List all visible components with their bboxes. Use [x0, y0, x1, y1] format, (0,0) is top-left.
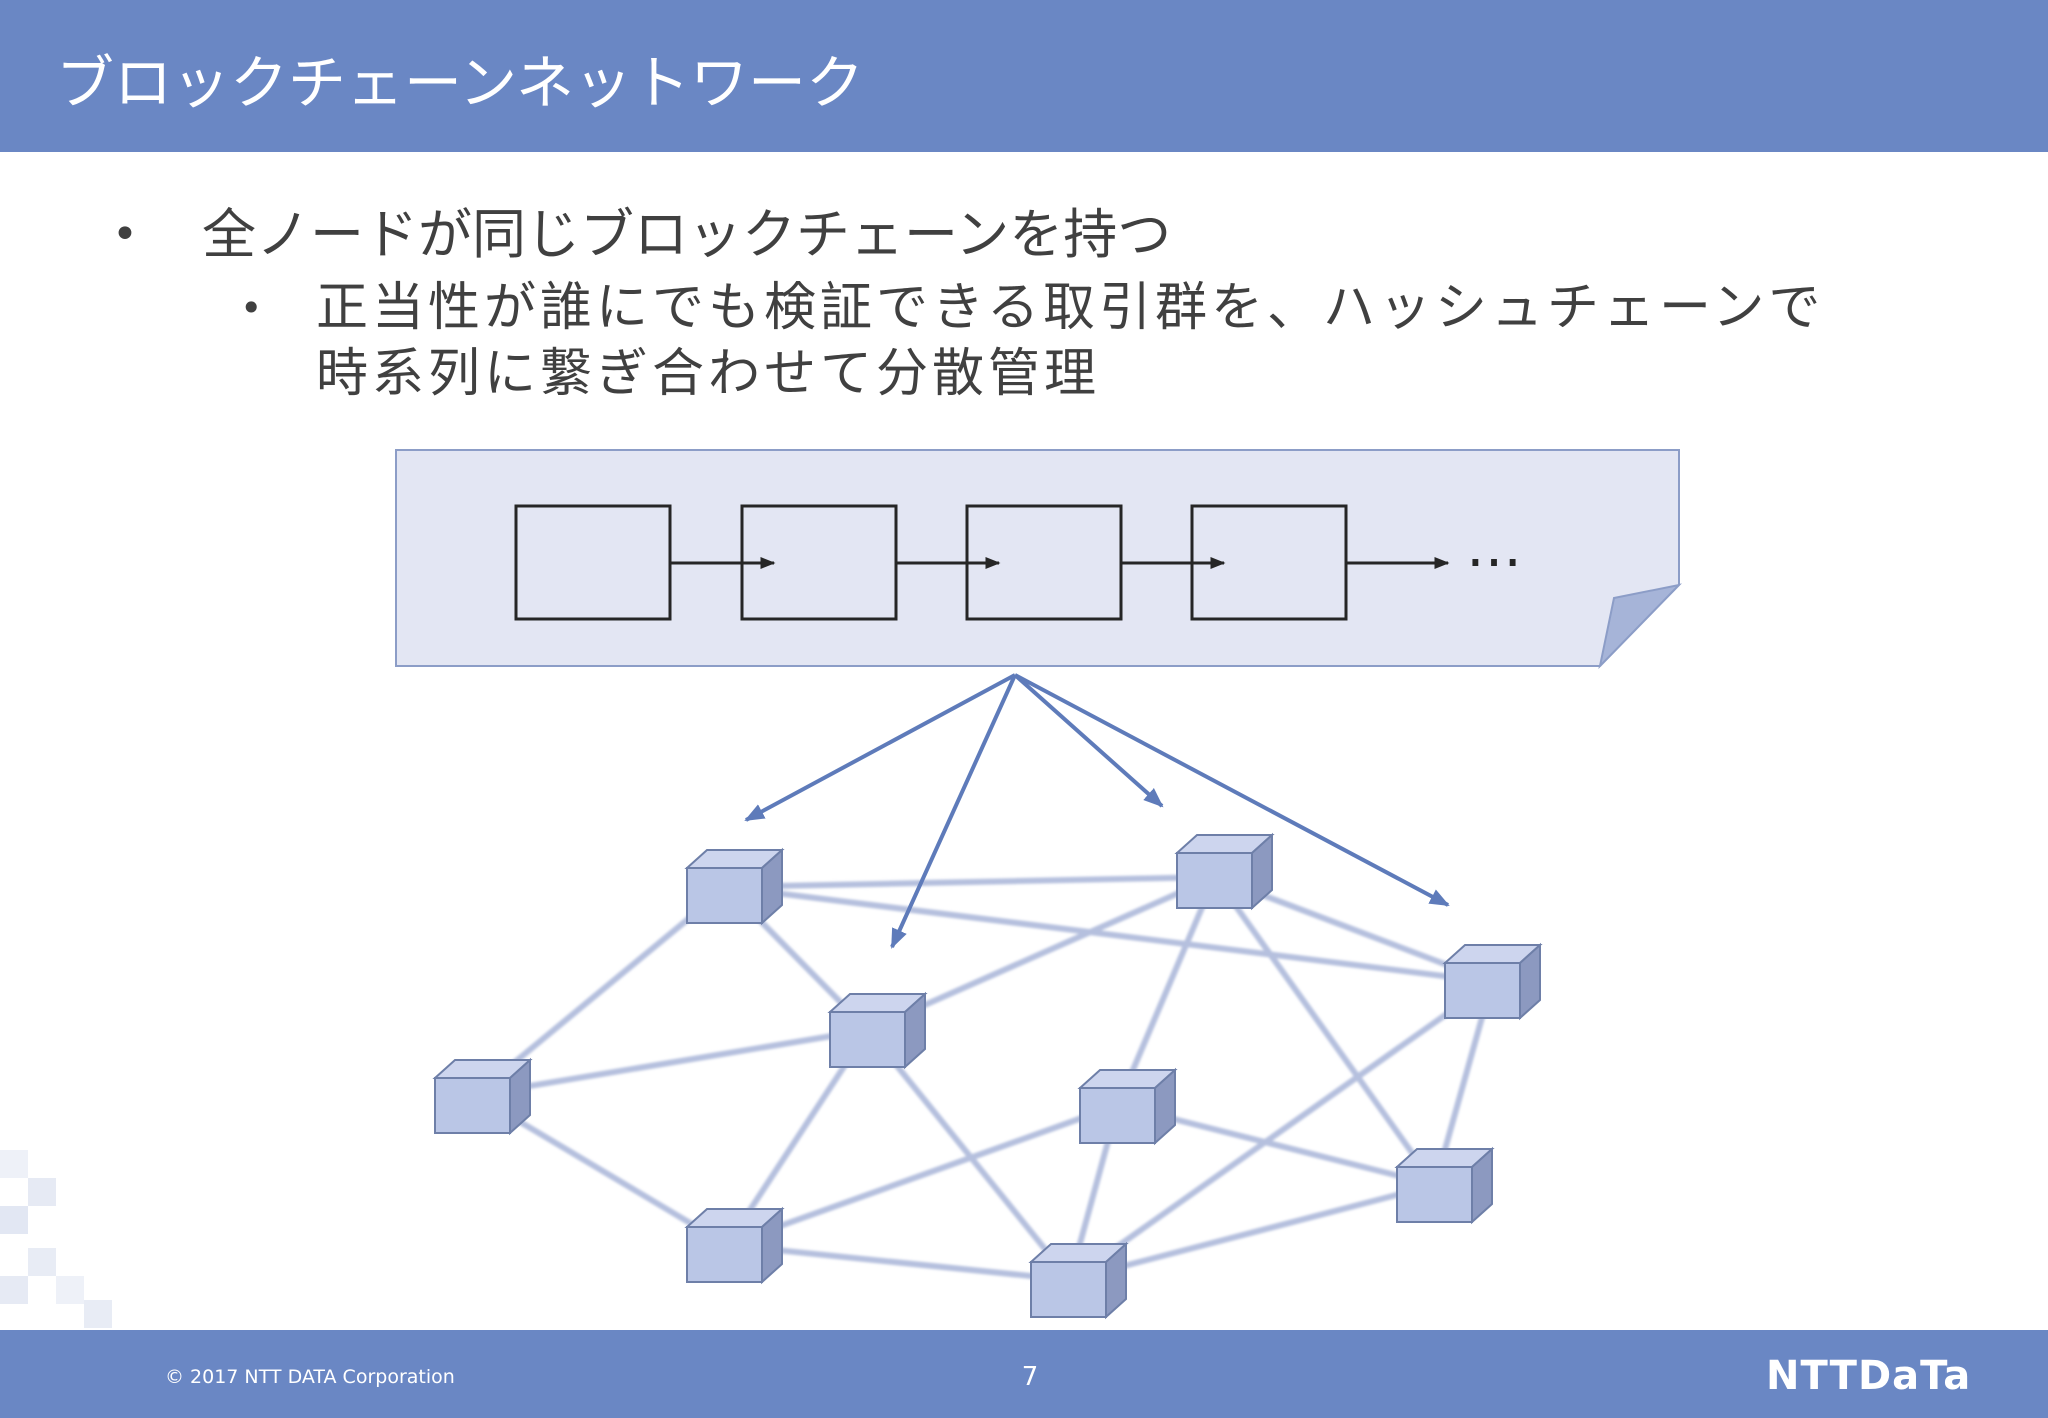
bullet-dot: •: [240, 286, 263, 330]
bullet-dot: •: [112, 209, 138, 260]
chain-ellipsis: …: [1466, 515, 1522, 580]
network-node: [827, 991, 928, 1070]
slide-title: ブロックチェーンネットワーク: [56, 49, 864, 117]
ntt-data-logo: NTTDaTa: [1766, 1353, 1972, 1399]
page-number: 7: [1021, 1362, 1039, 1392]
network-node: [1442, 942, 1543, 1021]
network-node: [684, 1206, 785, 1285]
bullet-level2-line-2: 時系列に繋ぎ合わせて分散管理: [316, 344, 1101, 404]
broadcast-arrows: [744, 673, 1450, 949]
chain-blocks: …: [514, 504, 1522, 621]
network-node: [684, 847, 785, 926]
network-node: [1394, 1146, 1495, 1225]
bullet-level2-text: 正当性が誰にでも検証できる取引群を、ハッシュチェーンで 時系列に繋ぎ合わせて分散…: [316, 275, 1876, 407]
network-connections: [473, 874, 1495, 1283]
network-nodes: [432, 832, 1543, 1320]
network-node: [1174, 832, 1275, 911]
copyright-text: © 2017 NTT DATA Corporation: [165, 1366, 455, 1388]
network-node: [1077, 1067, 1178, 1146]
footer-bar: [0, 1330, 2048, 1418]
network-node: [432, 1057, 533, 1136]
bullet-level2: • 正当性が誰にでも検証できる取引群を、ハッシュチェーンで 時系列に繋ぎ合わせて…: [240, 275, 1876, 407]
bullet-level1: • 全ノードが同じブロックチェーンを持つ: [112, 200, 1171, 270]
network-node: [1028, 1241, 1129, 1320]
bullet-level2-line-1: 正当性が誰にでも検証できる取引群を、ハッシュチェーンで: [316, 278, 1825, 338]
header-bar: [0, 0, 2048, 152]
bullet-level1-text: 全ノードが同じブロックチェーンを持つ: [202, 203, 1172, 266]
ledger-document: [395, 449, 1682, 670]
